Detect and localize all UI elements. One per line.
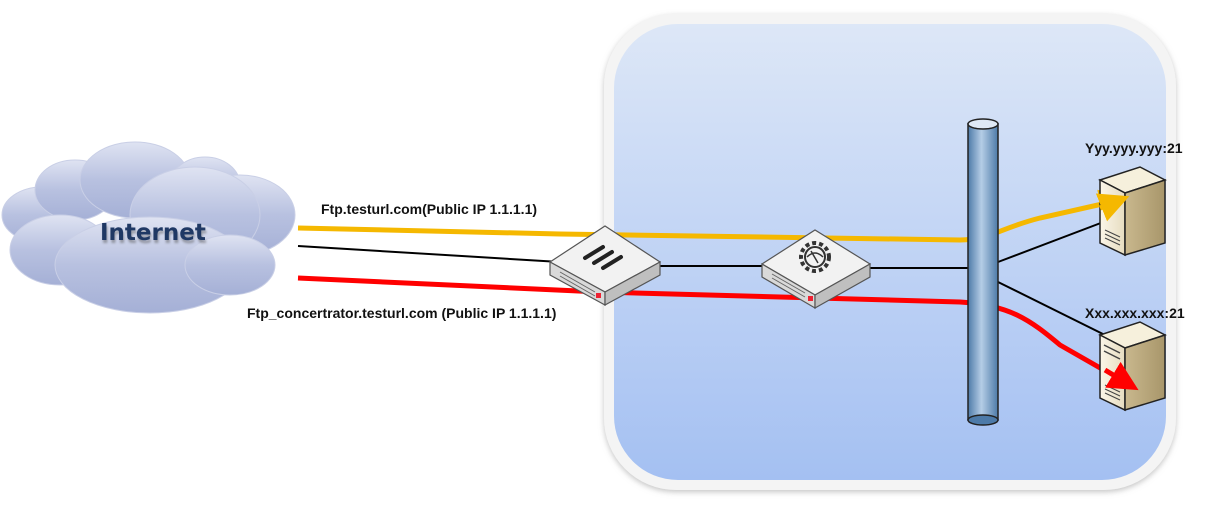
link-red bbox=[297, 275, 1139, 390]
server-label-xxx: Xxx.xxx.xxx:21 bbox=[1085, 305, 1185, 321]
router-gear-icon bbox=[760, 229, 872, 310]
link-label-ftp: Ftp.testurl.com(Public IP 1.1.1.1) bbox=[321, 201, 538, 217]
cloud-icon bbox=[1, 141, 296, 314]
backbone-pipe-icon bbox=[967, 118, 999, 426]
server-icon bbox=[1098, 166, 1167, 257]
server-icon bbox=[1098, 321, 1167, 412]
server-label-yyy: Yyy.yyy.yyy:21 bbox=[1085, 140, 1183, 156]
link-label-ftp-concentrator: Ftp_concertrator.testurl.com (Public IP … bbox=[247, 305, 557, 321]
network-zone bbox=[604, 14, 1176, 490]
firewall-icon bbox=[548, 225, 662, 307]
internet-label: Internet bbox=[100, 220, 206, 246]
